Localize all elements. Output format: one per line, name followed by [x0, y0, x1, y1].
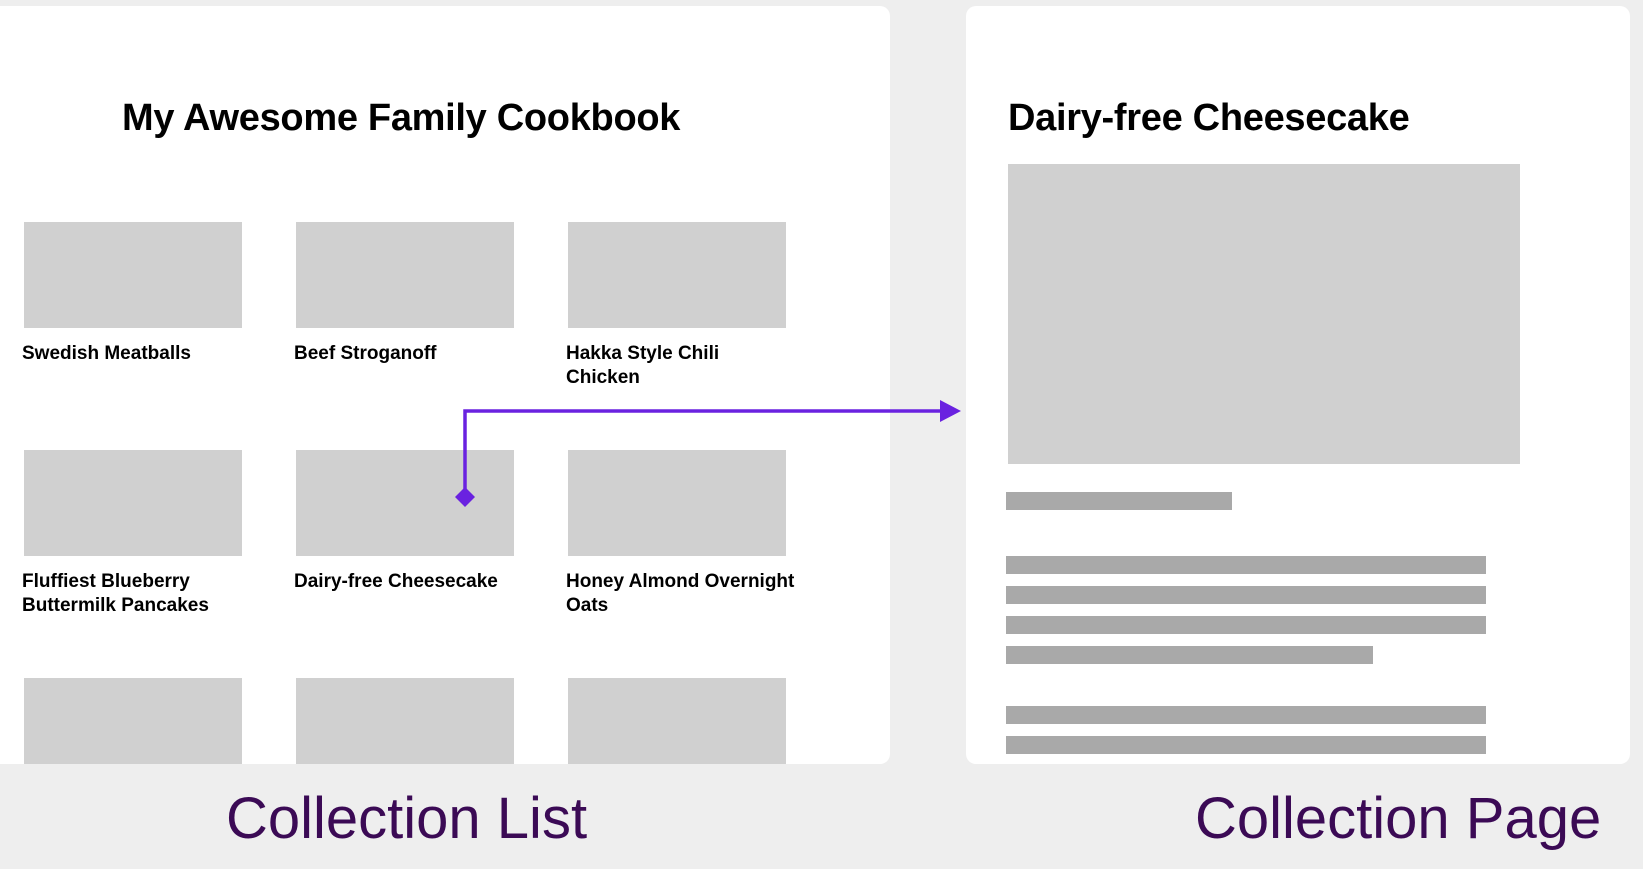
cookbook-title: My Awesome Family Cookbook — [122, 97, 681, 139]
recipe-thumbnail — [296, 450, 514, 556]
recipe-thumbnail — [24, 222, 242, 328]
text-line-placeholder — [1006, 556, 1486, 574]
collection-list-card: My Awesome Family Cookbook Swedish Meatb… — [0, 6, 890, 764]
recipe-thumbnail — [296, 678, 514, 764]
recipe-name: Beef Stroganoff — [294, 343, 437, 364]
recipe-thumbnail — [568, 450, 786, 556]
recipe-hero-image — [1008, 164, 1520, 464]
collection-list-label: Collection List — [226, 786, 588, 851]
text-line-placeholder — [1006, 736, 1486, 754]
collection-page-card: Dairy-free Cheesecake — [966, 6, 1630, 764]
recipe-thumbnail — [568, 222, 786, 328]
recipe-page-title: Dairy-free Cheesecake — [1008, 97, 1410, 139]
recipe-thumbnail — [24, 678, 242, 764]
recipe-thumbnail — [296, 222, 514, 328]
text-line-placeholder — [1006, 586, 1486, 604]
recipe-name: Hakka Style Chili Chicken — [566, 343, 720, 388]
text-line-placeholder — [1006, 646, 1373, 664]
text-line-placeholder — [1006, 616, 1486, 634]
recipe-name: Fluffiest Blueberry Buttermilk Pancakes — [22, 571, 209, 616]
collection-page-label: Collection Page — [1195, 786, 1602, 851]
arrowhead-icon — [940, 400, 961, 422]
recipe-name: Dairy-free Cheesecake — [294, 571, 498, 592]
recipe-name: Swedish Meatballs — [22, 343, 191, 364]
text-line-placeholder — [1006, 706, 1486, 724]
recipe-name: Honey Almond Overnight Oats — [566, 571, 795, 616]
recipe-thumbnail — [24, 450, 242, 556]
subtitle-placeholder — [1006, 492, 1232, 510]
recipe-thumbnail — [568, 678, 786, 764]
